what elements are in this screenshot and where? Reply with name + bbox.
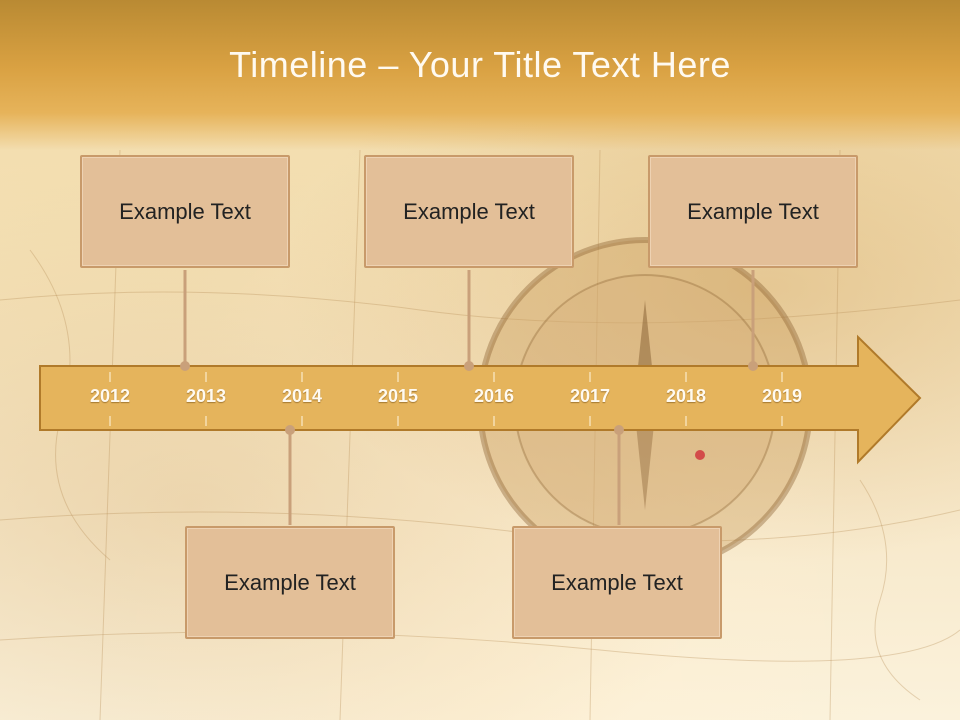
event-text: Example Text — [551, 569, 683, 595]
year-label: 2018 — [665, 386, 707, 406]
timeline-arrow — [39, 334, 922, 465]
connector-dot — [614, 425, 624, 435]
event-text: Example Text — [403, 198, 535, 224]
event-text: Example Text — [119, 198, 251, 224]
year-label: 2013 — [185, 386, 227, 406]
event-box: Example Text — [512, 526, 722, 639]
slide-title: Timeline – Your Title Text Here — [229, 44, 731, 85]
year-label: 2014 — [281, 386, 323, 406]
year-label: 2015 — [377, 386, 419, 406]
year-label: 2019 — [761, 386, 803, 406]
connector-dot — [748, 361, 758, 371]
year-ticks — [109, 372, 783, 426]
event-box: Example Text — [185, 526, 395, 639]
year-label: 2012 — [89, 386, 131, 406]
year-label: 2017 — [569, 386, 611, 406]
title-banner — [0, 0, 960, 150]
event-text: Example Text — [224, 569, 356, 595]
connector-dot — [464, 361, 474, 371]
connector-dot — [285, 425, 295, 435]
year-label: 2016 — [473, 386, 515, 406]
event-text: Example Text — [687, 198, 819, 224]
event-box: Example Text — [364, 155, 574, 268]
event-box: Example Text — [648, 155, 858, 268]
connector-dot — [180, 361, 190, 371]
event-box: Example Text — [80, 155, 290, 268]
